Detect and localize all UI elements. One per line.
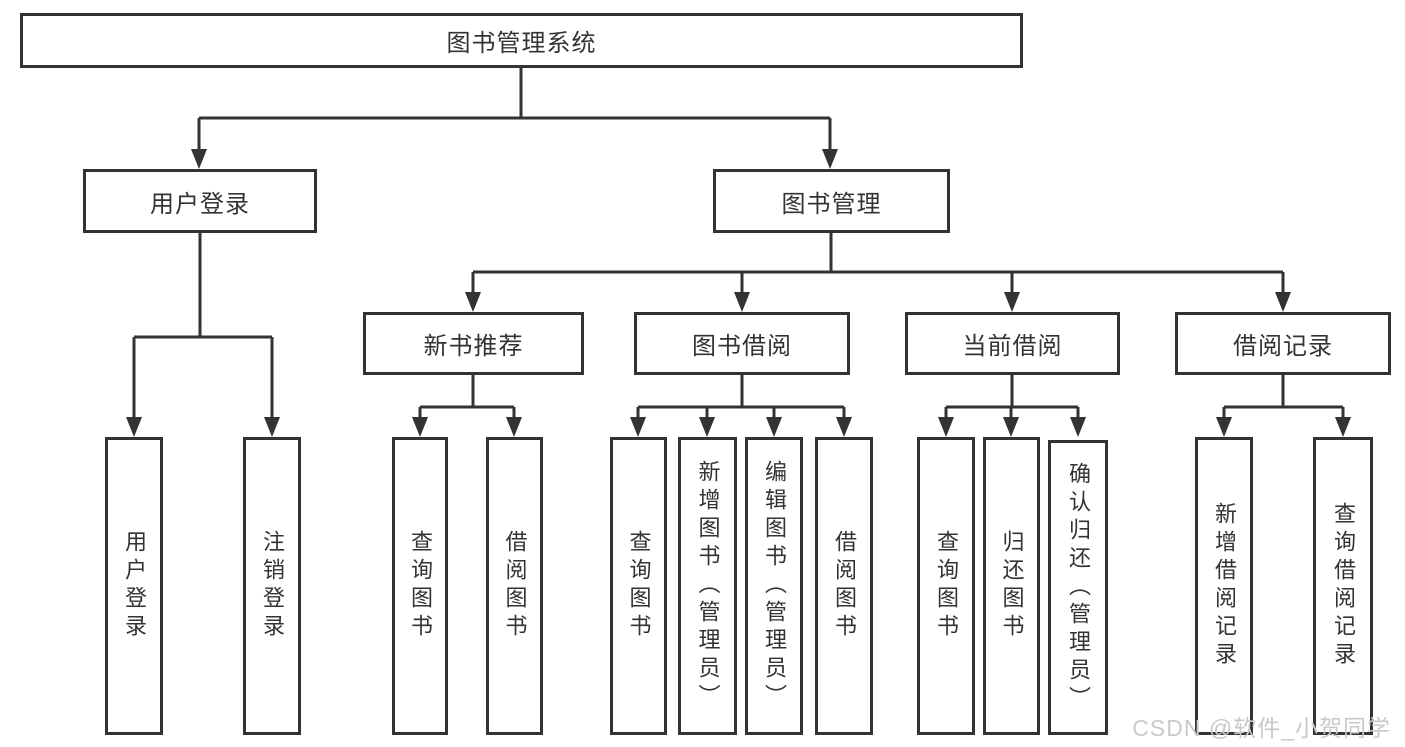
leaf-edit-books-admin: 编辑图书（管理员） <box>745 437 803 735</box>
leaf-query-books-current: 查询图书 <box>917 437 975 735</box>
leaf-query-borrow-record: 查询借阅记录 <box>1313 437 1373 735</box>
leaf-borrow-books-borrow: 借阅图书 <box>815 437 873 735</box>
arrowheads <box>126 149 1351 437</box>
leaf-add-borrow-record: 新增借阅记录 <box>1195 437 1253 735</box>
node-book-management-system: 图书管理系统 <box>20 13 1023 68</box>
node-book-borrowing: 图书借阅 <box>634 312 850 375</box>
tree-edges <box>132 68 1345 420</box>
leaf-borrow-books-recommend: 借阅图书 <box>486 437 543 735</box>
leaf-logout: 注销登录 <box>243 437 301 735</box>
leaf-user-login: 用户登录 <box>105 437 163 735</box>
node-new-book-recommend: 新书推荐 <box>363 312 584 375</box>
leaf-query-books-recommend: 查询图书 <box>392 437 448 735</box>
node-user-login: 用户登录 <box>83 169 317 233</box>
node-book-management: 图书管理 <box>713 169 950 233</box>
leaf-add-books-admin: 新增图书（管理员） <box>678 437 737 735</box>
watermark: CSDN @软件_小贺同学 <box>1132 715 1391 741</box>
leaf-query-books-borrow: 查询图书 <box>610 437 667 735</box>
leaf-return-books: 归还图书 <box>983 437 1040 735</box>
node-borrow-records: 借阅记录 <box>1175 312 1391 375</box>
leaf-confirm-return-admin: 确认归还（管理员） <box>1048 440 1108 735</box>
node-current-borrowing: 当前借阅 <box>905 312 1120 375</box>
